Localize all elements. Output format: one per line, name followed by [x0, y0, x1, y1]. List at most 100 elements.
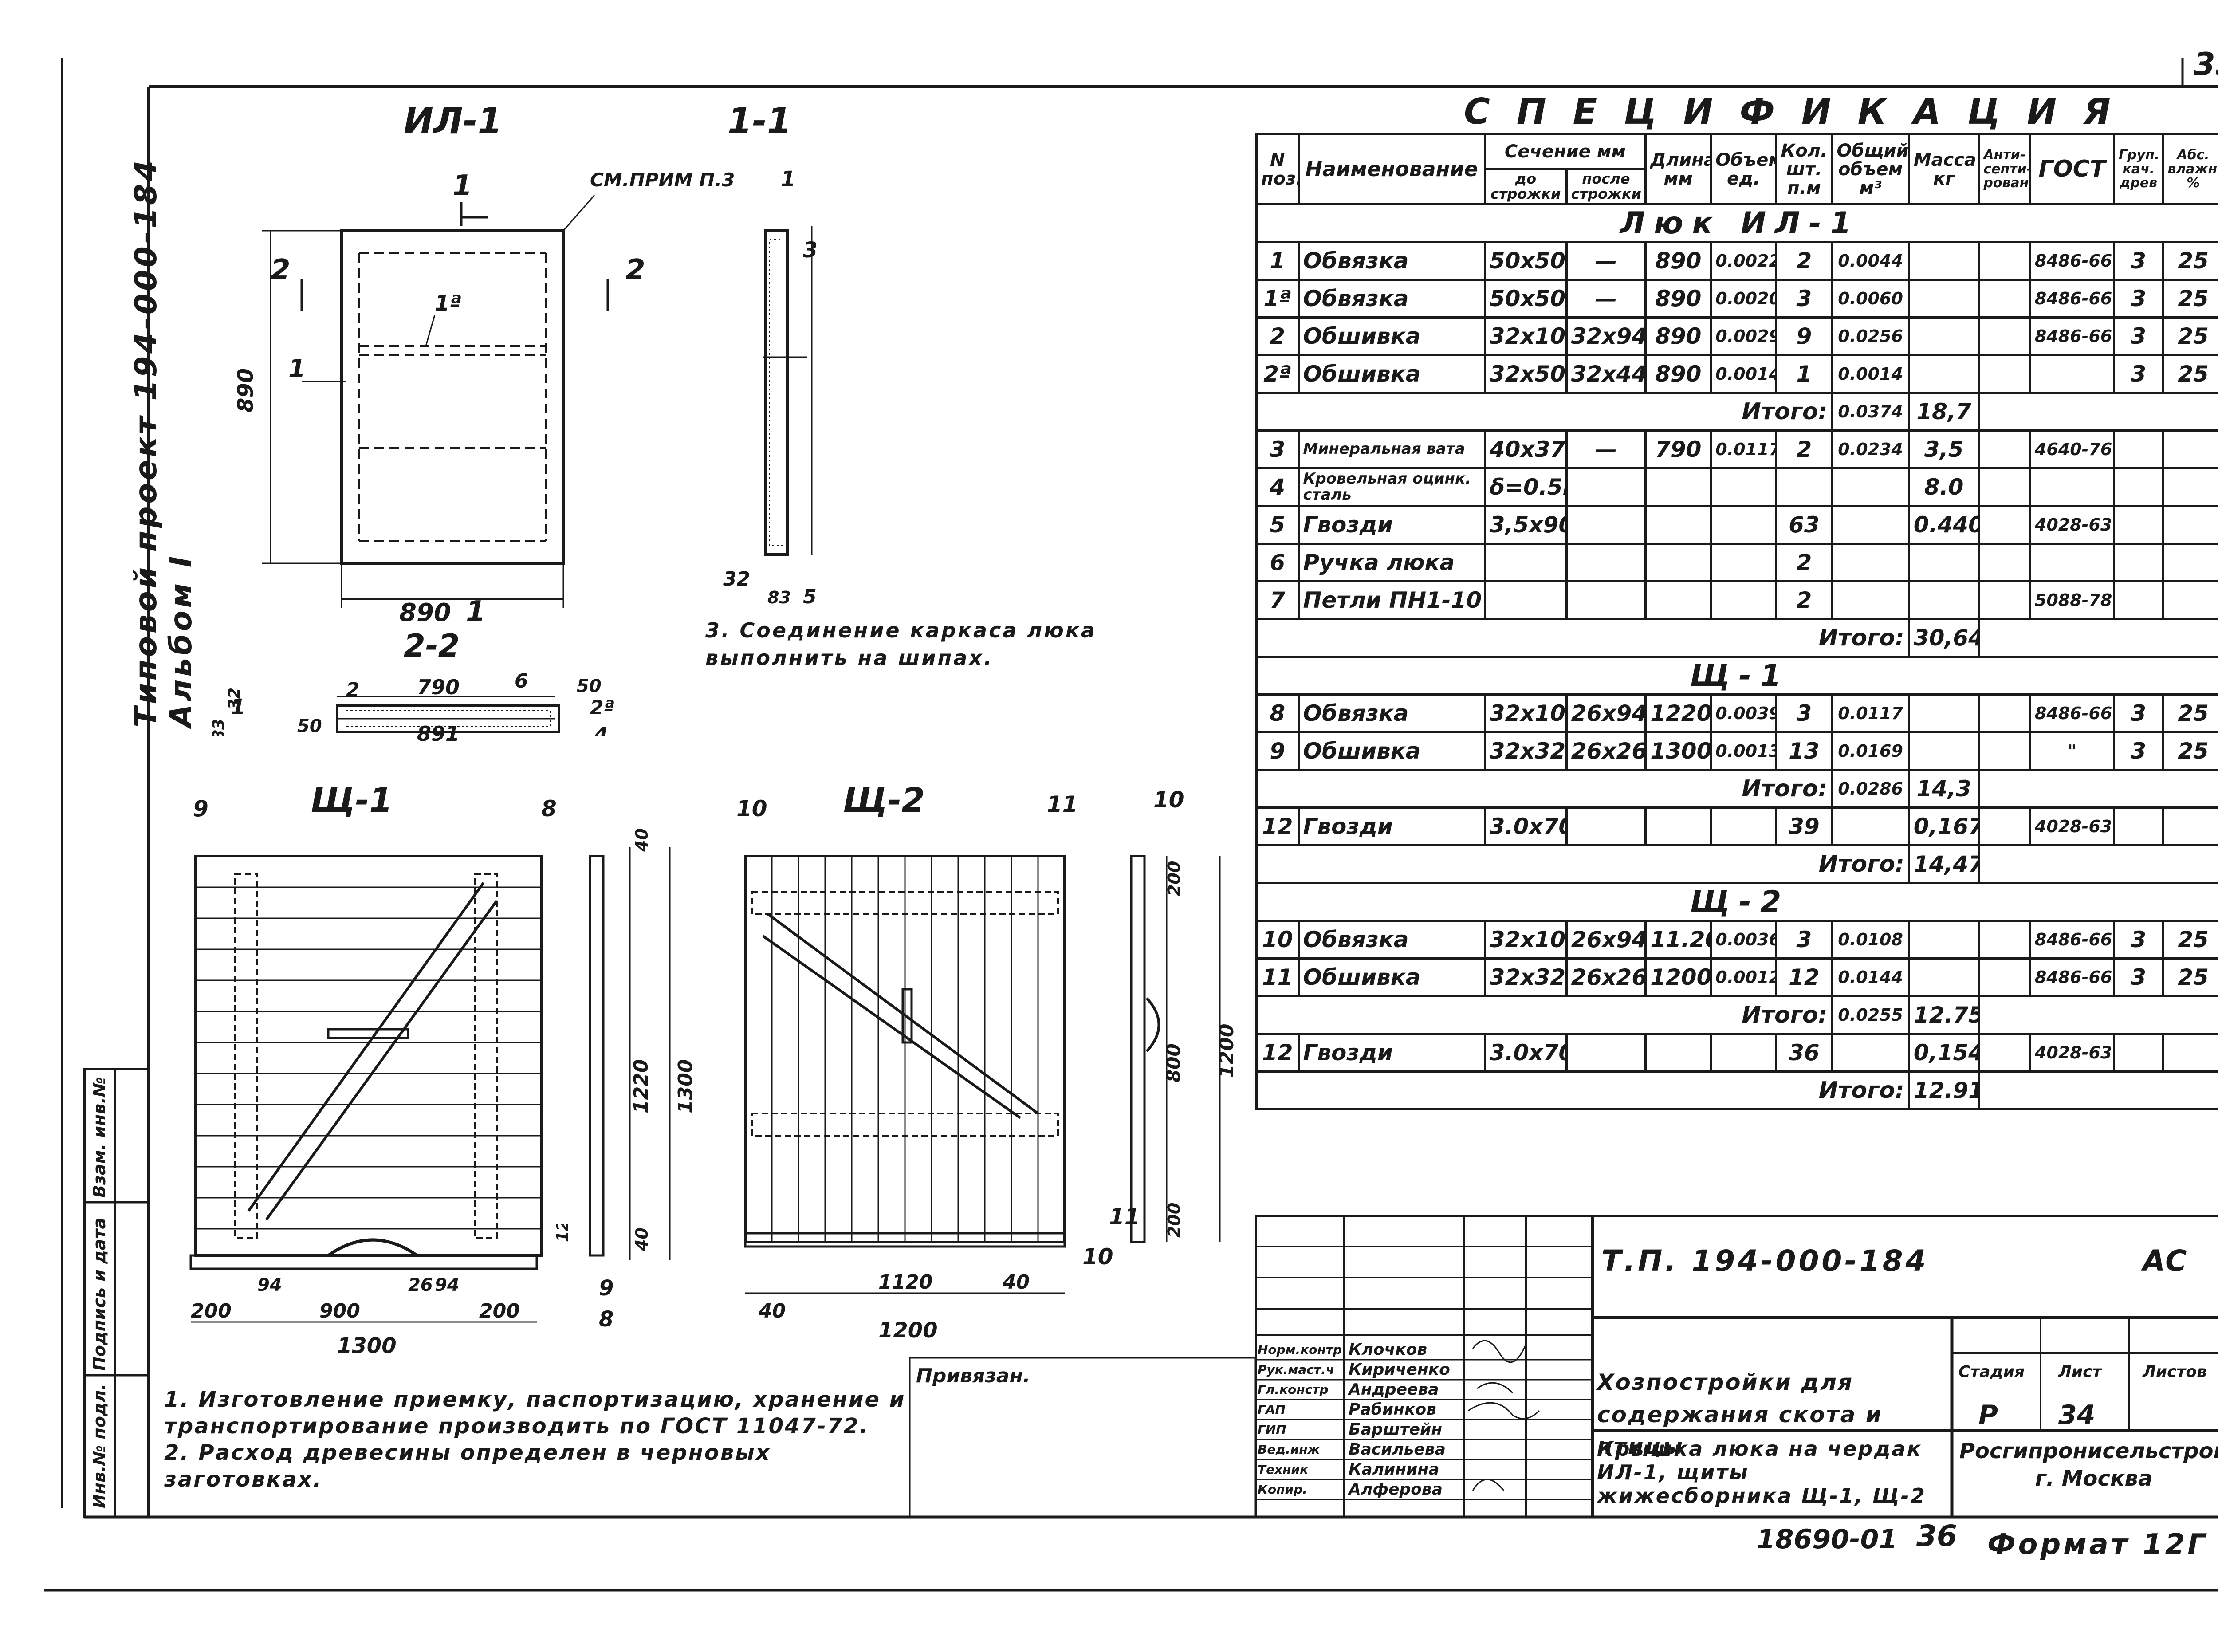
stamp-sign: Подпись и дата [90, 1217, 109, 1371]
spec-cell [1710, 543, 1778, 582]
svg-text:2ª: 2ª [590, 696, 614, 719]
svg-text:40: 40 [632, 828, 652, 852]
spec-cell [1644, 806, 1712, 846]
spec-cell [1565, 543, 1647, 582]
spec-cell: — [1565, 279, 1647, 319]
hdr-antisept: Анти-септи-рован [1978, 133, 2031, 205]
spec-section-row: Щ-2 [1255, 882, 2218, 922]
svg-text:10: 10 [736, 796, 767, 822]
spec-cell: 6 [1255, 543, 1300, 582]
spec-cell: 0.0029 [1710, 316, 1778, 356]
spec-cell: 63 [1775, 505, 1833, 545]
spec-cell: Минеральная вата [1297, 429, 1486, 469]
spec-cell: 13 [1775, 731, 1833, 771]
spec-cell [1644, 1033, 1712, 1073]
sec22-dims: 790 891 50 50 [297, 679, 602, 745]
svg-text:1: 1 [288, 354, 306, 383]
spec-cell [2113, 505, 2164, 545]
spec-cell: Обвязка [1297, 279, 1486, 319]
spec-cell: 0.0020 [1710, 279, 1778, 319]
sec22-view: 2-2 2 6 2ª 4 3 32 83 50 [210, 628, 614, 736]
spec-cell: 3.0x70 [1483, 1033, 1568, 1073]
spec-cell: 25 [2162, 920, 2218, 960]
spec-cell: 25 [2162, 957, 2218, 997]
spec-cell: 32x50 [1483, 354, 1568, 394]
spec-cell [1775, 467, 1833, 507]
spec-cell [1978, 920, 2031, 960]
spec-table: N поз. Наименование Сечение мм Длина мм … [1255, 133, 2218, 1110]
tb-role: Норм.контр [1258, 1342, 1342, 1357]
svg-text:200: 200 [1164, 1203, 1184, 1238]
tb-person-name: Барштейн [1349, 1420, 1443, 1439]
spec-cell: 0.440 [1907, 505, 1980, 545]
spec-cell: 4028-63 [2029, 806, 2116, 846]
spec-cell: 1ª [1255, 279, 1300, 319]
spec-cell: 0,1677 [1907, 806, 1980, 846]
spec-cell: 25 [2162, 354, 2218, 394]
hdr-before: до строжки [1483, 168, 1568, 205]
tb-role: Гл.констр [1258, 1382, 1329, 1397]
spec-cell: Обвязка [1297, 920, 1486, 960]
spec-cell [2029, 354, 2116, 394]
svg-text:50: 50 [577, 679, 602, 696]
spec-cell: 2 [1775, 543, 1833, 582]
tb-sheet-title: Крышка люка на чердак ИЛ-1, щиты жижесбо… [1597, 1437, 1926, 1508]
spec-cell: 0.0117 [1831, 693, 1910, 733]
svg-text:94: 94 [257, 1275, 282, 1295]
spec-total-row: Итого:12.91 [1255, 1070, 2218, 1110]
total-mass: 12.91 [1907, 1070, 1980, 1110]
sec11-title: 1-1 [728, 100, 792, 142]
spec-cell: 4028-63 [2029, 505, 2116, 545]
svg-text:200: 200 [1164, 861, 1184, 896]
spec-cell: 0.0013 [1710, 731, 1778, 771]
spec-cell: 8486-66 [2029, 920, 2116, 960]
svg-text:1120: 1120 [878, 1271, 932, 1294]
spec-row: 10Обвязка32x10026x9411.200.003630.010884… [1255, 920, 2218, 960]
spec-cell: 3 [1775, 920, 1833, 960]
spec-cell [1978, 316, 2031, 356]
spec-cell: 0,1548 [1907, 1033, 1980, 1073]
spec-cell [1565, 806, 1647, 846]
spec-cell: 8486-66 [2029, 316, 2116, 356]
spec-cell: 32x32 [1483, 957, 1568, 997]
spec-cell: 790 [1644, 429, 1712, 469]
subtotal-label: Итого: [1255, 995, 1832, 1035]
subtotal-empty [1978, 769, 2218, 809]
total-empty [1978, 844, 2218, 884]
svg-text:32: 32 [723, 568, 750, 590]
spec-cell: 11 [1255, 957, 1300, 997]
spec-cell [1978, 429, 2031, 469]
spec-cell: 32x44 [1565, 354, 1647, 394]
spec-cell [1978, 505, 2031, 545]
spec-title: СПЕЦИФИКАЦИЯ [1464, 91, 2137, 132]
spec-cell [1978, 957, 2031, 997]
spec-row: 2Обшивка32x10032x948900.002990.02568486-… [1255, 316, 2218, 356]
spec-cell: 3 [2113, 354, 2164, 394]
spec-cell: 3 [2113, 731, 2164, 771]
spec-cell [1710, 580, 1778, 620]
sec22-title: 2-2 [404, 628, 460, 664]
tb-stage: Р [1978, 1400, 1998, 1431]
spec-cell: 25 [2162, 316, 2218, 356]
spec-cell [1978, 543, 2031, 582]
spec-header: N поз. Наименование Сечение мм Длина мм … [1255, 133, 2218, 205]
spec-cell [1565, 467, 1647, 507]
spec-cell [1710, 505, 1778, 545]
cut-mark-1b: 1 [466, 595, 486, 628]
hdr-after: после строжки [1565, 168, 1647, 205]
spec-cell: 0.0014 [1831, 354, 1910, 394]
hdr-mass: Масса кг [1907, 133, 1980, 205]
spec-cell: 3 [1775, 279, 1833, 319]
spec-cell: 1200 [1644, 957, 1712, 997]
spec-cell: 5 [1255, 505, 1300, 545]
spec-cell: Гвозди [1297, 806, 1486, 846]
svg-text:126: 126 [554, 1224, 572, 1242]
subtotal-empty [1978, 995, 2218, 1035]
svg-text:1: 1 [781, 167, 795, 192]
note-2: 2. Расход древесины определен в черновых… [164, 1440, 771, 1492]
